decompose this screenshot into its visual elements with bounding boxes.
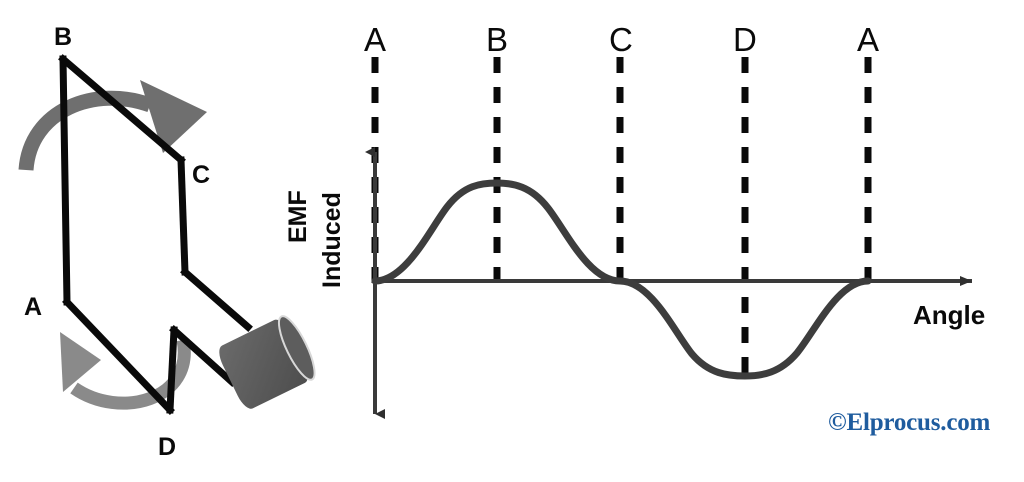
coil-edge-ba bbox=[59, 55, 71, 306]
top-rotation-arrow bbox=[18, 80, 207, 171]
generator-magnet-cylinder bbox=[219, 315, 316, 409]
y-axis-label-emf: EMF bbox=[284, 190, 312, 243]
coil-label-b: B bbox=[54, 23, 73, 51]
tick-label-a-end: A bbox=[857, 21, 880, 58]
tick-label-c: C bbox=[609, 21, 633, 58]
x-axis-label-angle: Angle bbox=[913, 300, 986, 330]
tick-label-d: D bbox=[733, 21, 757, 58]
coil-label-a: A bbox=[24, 293, 43, 321]
y-axis-label-induced: Induced bbox=[318, 192, 346, 288]
coil-lead-lower bbox=[169, 325, 237, 387]
dashed-guides bbox=[371, 57, 872, 386]
coil-group bbox=[18, 54, 316, 415]
bottom-rotation-arrow bbox=[60, 332, 191, 410]
emf-sine-curve bbox=[371, 179, 872, 380]
coil-edge-bc bbox=[58, 54, 186, 165]
coil-edge-cd-upper bbox=[177, 156, 189, 276]
coil-edge-ad bbox=[62, 297, 175, 415]
coil-lead-upper bbox=[180, 267, 253, 332]
watermark: ©Elprocus.com bbox=[828, 409, 991, 436]
coil-label-c: C bbox=[192, 161, 211, 189]
tick-label-a-start: A bbox=[364, 21, 387, 58]
tick-label-b: B bbox=[486, 21, 509, 58]
coil-edge-d-terminal bbox=[166, 326, 178, 414]
coil-label-d: D bbox=[158, 433, 177, 461]
emf-angle-graph bbox=[365, 57, 972, 419]
